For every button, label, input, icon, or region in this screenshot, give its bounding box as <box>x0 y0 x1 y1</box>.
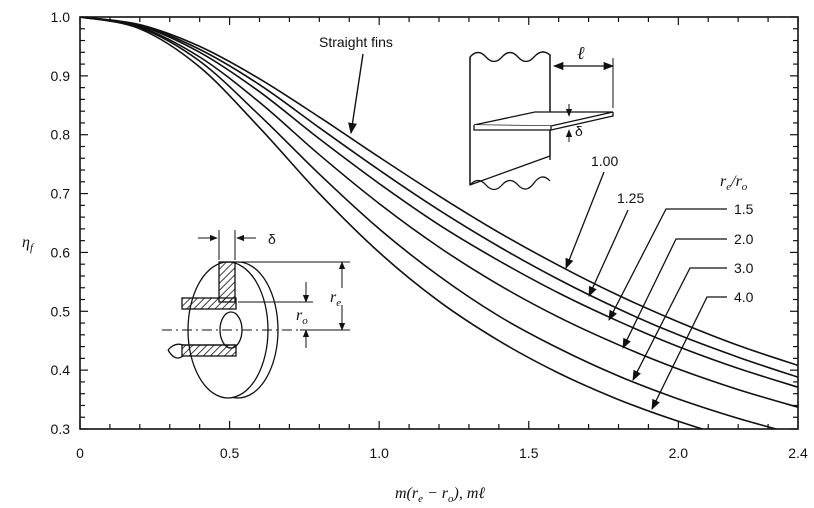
series-leader <box>608 208 727 321</box>
series-leader <box>622 238 727 349</box>
y-tick-label: 0.8 <box>51 127 71 143</box>
y-tick-label: 0.7 <box>51 186 71 202</box>
delta-label-annular: δ <box>268 231 276 247</box>
y-tick-label: 0.3 <box>51 421 71 437</box>
x-tick-label: 2.0 <box>669 445 689 461</box>
straight-fin-schematic <box>469 51 615 191</box>
curve-1-00 <box>80 17 798 367</box>
tick-marks <box>79 16 799 430</box>
legend-title: re/ro <box>720 173 748 193</box>
y-tick-label: 0.9 <box>51 68 71 84</box>
series-leader <box>588 209 629 297</box>
x-tick-label: 0 <box>76 445 84 461</box>
y-axis-title: ηf <box>22 234 35 254</box>
x-tick-label: 2.4 <box>788 445 808 461</box>
y-tick-label: 0.4 <box>51 362 71 378</box>
straight-fins-label: Straight fins <box>319 34 393 50</box>
x-tick-label: 0.5 <box>220 445 240 461</box>
series-label-1-5: 1.5 <box>734 201 754 217</box>
straight-fins-arrow <box>348 53 364 135</box>
series-leader <box>651 296 727 410</box>
series-label-3-0: 3.0 <box>734 260 754 276</box>
curve-3-0 <box>80 17 780 429</box>
series-label-1-25: 1.25 <box>617 190 644 206</box>
series-labels: 1.00 1.25 1.5 2.0 3.0 4.0 <box>565 153 754 410</box>
x-tick-label: 1.0 <box>369 445 389 461</box>
series-label-4-0: 4.0 <box>734 289 754 305</box>
series-leader <box>632 267 727 381</box>
curve-1-25 <box>80 17 798 378</box>
curve-1-5 <box>80 17 798 388</box>
x-axis-title: m(re − ro), mℓ <box>395 485 485 505</box>
r-e-label: re <box>330 289 341 309</box>
series-label-1-00: 1.00 <box>591 153 618 169</box>
series-leader <box>565 171 605 269</box>
delta-label-straight: δ <box>575 123 583 139</box>
plot-frame <box>79 16 799 430</box>
r-o-label: ro <box>296 307 308 327</box>
y-tick-label: 0.6 <box>51 244 71 260</box>
ell-label: ℓ <box>577 43 585 63</box>
curve-2-0 <box>80 17 798 408</box>
annular-fin-schematic <box>162 230 350 399</box>
series-label-2-0: 2.0 <box>734 231 754 247</box>
y-tick-label: 0.5 <box>51 303 71 319</box>
curves <box>80 17 798 429</box>
x-tick-label: 1.5 <box>519 445 539 461</box>
curve-4-0 <box>80 17 705 429</box>
tick-labels: 0 0.5 1.0 1.5 2.0 2.4 1.0 0.9 0.8 0.7 0.6 0.5 0.4 0.3 <box>51 9 808 461</box>
y-tick-label: 1.0 <box>51 9 71 25</box>
